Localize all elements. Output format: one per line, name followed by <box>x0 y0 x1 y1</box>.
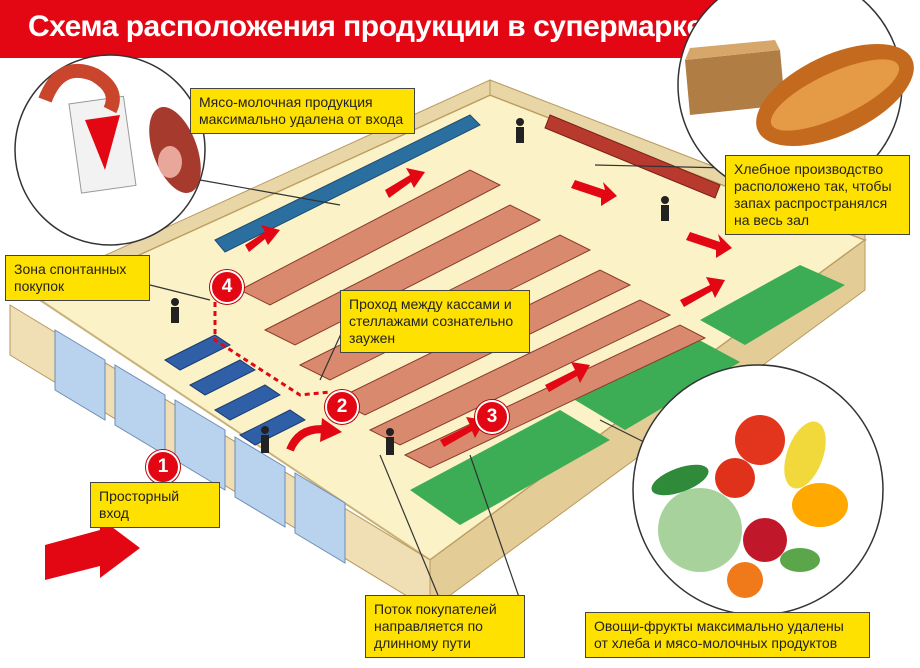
entrance-windows <box>54 329 346 564</box>
shopper-figures <box>171 118 669 455</box>
bakery-shelf <box>544 114 721 199</box>
bread-inset <box>677 0 914 198</box>
produce-callout: Овощи-фрукты максимально удалены от хлеб… <box>585 612 870 658</box>
meat-dairy-callout: Мясо-молочная продукция максимально удал… <box>190 88 415 134</box>
marker-1: 1 <box>146 450 180 484</box>
produce-zone <box>410 265 845 525</box>
narrow-aisle-callout: Проход между кассами и стеллажами сознат… <box>340 290 530 353</box>
marker-3: 3 <box>475 400 509 434</box>
marker-2: 2 <box>325 390 359 424</box>
bakery-callout: Хлебное производство расположено так, чт… <box>725 155 910 235</box>
marker-4: 4 <box>210 270 244 304</box>
produce-inset <box>632 364 884 616</box>
entrance-callout: Просторный вход <box>90 482 220 528</box>
narrow-passage-line <box>213 275 331 397</box>
title-banner <box>0 0 740 58</box>
customer-flow-callout: Поток покупателей направляется по длинно… <box>365 595 525 658</box>
flow-arrows <box>45 168 732 580</box>
checkout-counters <box>164 334 306 446</box>
meat-dairy-inset <box>14 54 206 246</box>
impulse-zone-callout: Зона спонтанных покупок <box>5 255 150 301</box>
meat-dairy-shelf <box>214 114 481 253</box>
page-title: Схема расположения продукции в супермарк… <box>28 10 749 43</box>
